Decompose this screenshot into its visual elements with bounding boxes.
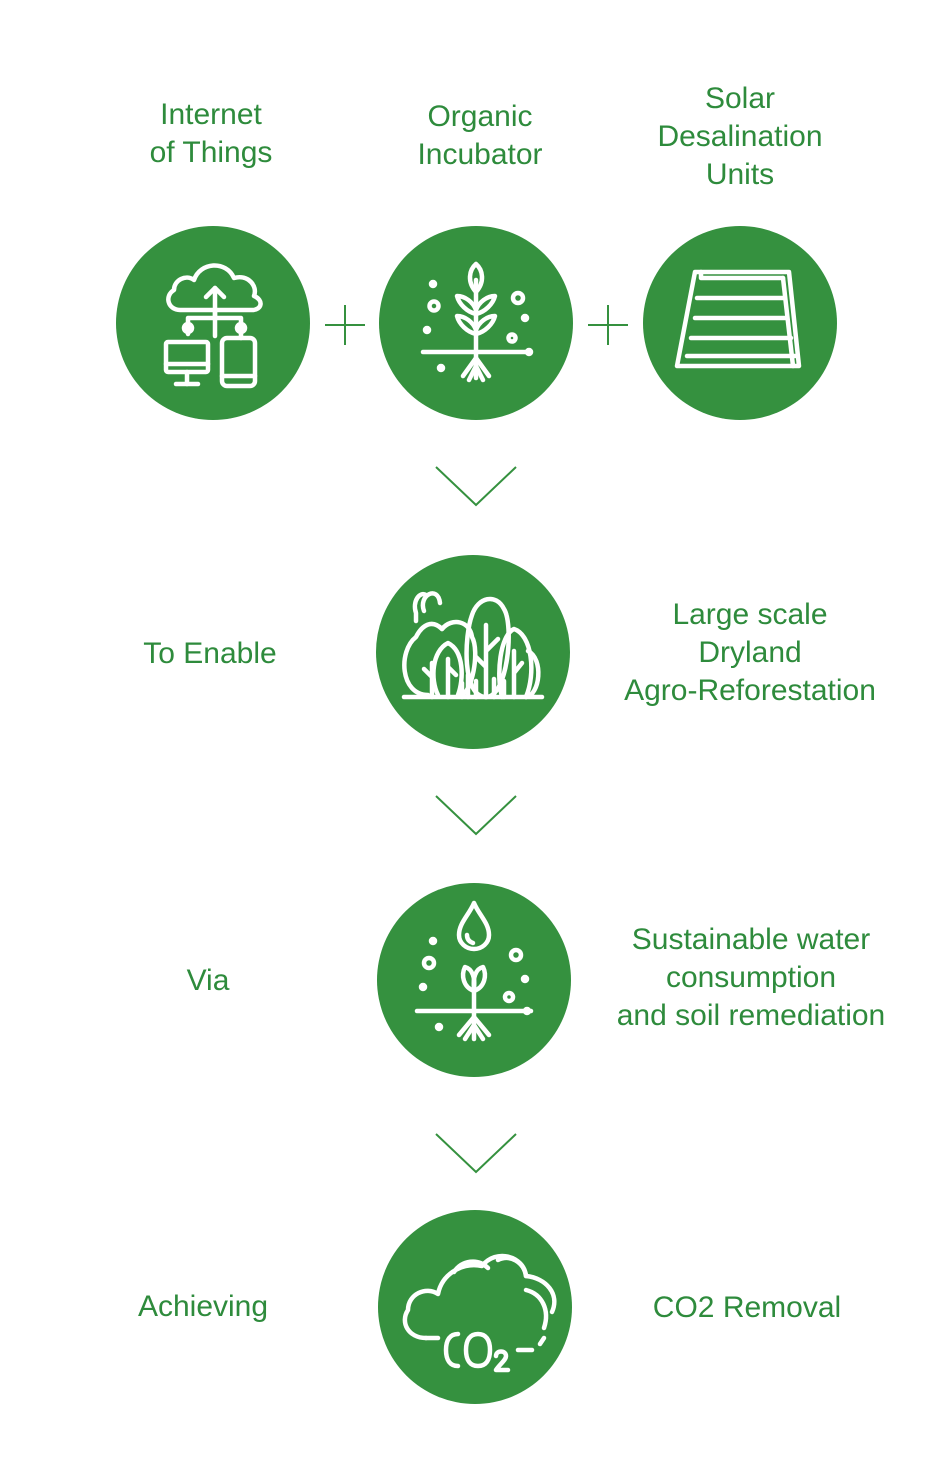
- label-line: Incubator: [417, 138, 543, 171]
- chevron-down-icon: [435, 1133, 517, 1174]
- label-line: and soil remediation: [616, 999, 886, 1032]
- label-line: Solar: [704, 82, 776, 115]
- label-co2-removal: CO2 Removal: [652, 1291, 842, 1324]
- water-drop-sprout-icon: [414, 900, 534, 1042]
- cloud-devices-icon: [163, 263, 263, 389]
- label-via: Via: [186, 964, 230, 997]
- label-solar-desalination-units: Solar Desalination Units: [630, 80, 850, 194]
- label-line: Organic: [427, 100, 533, 133]
- label-agro-reforestation: Large scale Dryland Agro-Reforestation: [610, 596, 890, 710]
- co2-cloud-icon: [402, 1253, 557, 1373]
- label-sustainable-water: Sustainable water consumption and soil r…: [606, 921, 896, 1035]
- forest-icon: [401, 591, 545, 700]
- iot-circle: [116, 226, 310, 420]
- water-circle: [377, 883, 571, 1077]
- label-line: Large scale: [672, 598, 828, 631]
- label-line: Dryland: [698, 636, 802, 669]
- label-line: Sustainable water: [631, 923, 871, 956]
- label-achieving: Achieving: [137, 1290, 269, 1323]
- label-line: Desalination: [657, 120, 823, 153]
- plus-sign: [325, 305, 365, 345]
- co2-circle: [378, 1210, 572, 1404]
- forest-circle: [376, 555, 570, 749]
- label-organic-incubator: Organic Incubator: [380, 98, 580, 174]
- solar-circle: [643, 226, 837, 420]
- label-line: consumption: [665, 961, 837, 994]
- label-to-enable: To Enable: [143, 637, 277, 670]
- label-internet-of-things: Internet of Things: [111, 96, 311, 172]
- plus-sign: [588, 305, 628, 345]
- label-line: Internet: [160, 98, 262, 131]
- chevron-down-icon: [435, 466, 517, 507]
- label-line: Units: [705, 158, 775, 191]
- incubator-circle: [379, 226, 573, 420]
- chevron-down-icon: [435, 795, 517, 836]
- sprout-roots-icon: [420, 261, 534, 383]
- solar-panel-icon: [674, 269, 802, 369]
- label-line: Agro-Reforestation: [624, 674, 876, 707]
- label-line: of Things: [149, 136, 273, 169]
